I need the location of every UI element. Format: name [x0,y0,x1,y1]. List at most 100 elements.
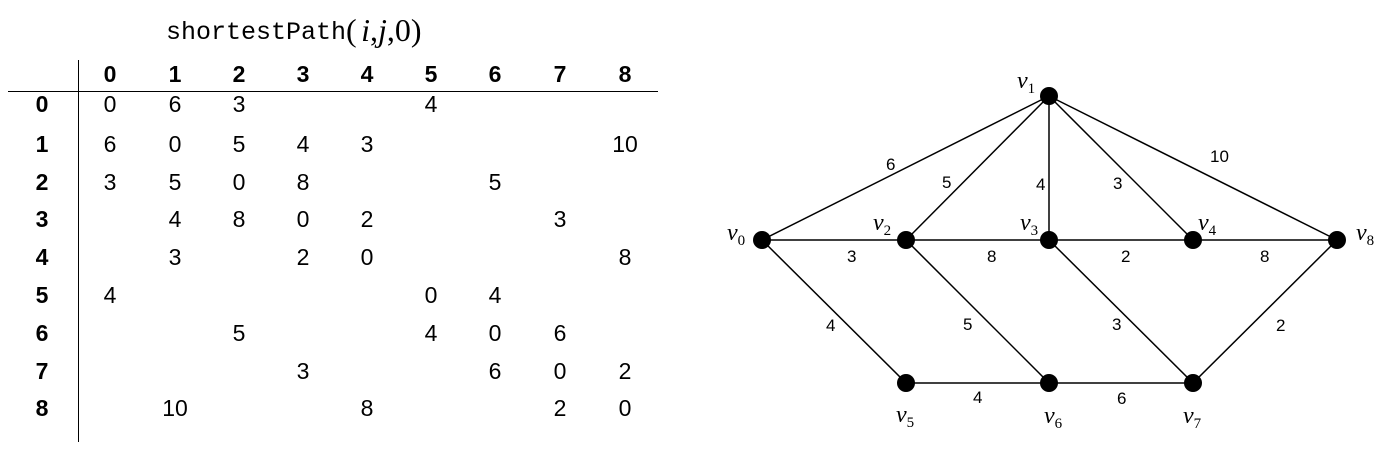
row-header: 8 [35,395,49,421]
vertex-label-subscript: 8 [1367,233,1375,249]
edge-weight-label: 2 [1121,247,1130,266]
matrix-cell: 3 [553,206,567,232]
vertex-label-prefix: v [896,402,907,428]
matrix-cell: 6 [168,91,182,117]
vertex-label-prefix: v [1198,210,1209,236]
row-header: 0 [35,91,49,117]
vertex-v5 [897,374,915,392]
arg-i: i [361,12,371,48]
column-header: 3 [296,61,310,87]
vertex-label: v8 [1356,220,1374,249]
vertex-v7 [1184,374,1202,392]
matrix-cell: 5 [232,131,246,157]
graph-vertices [753,87,1346,392]
edge-weight-label: 4 [1036,175,1045,194]
matrix-cell: 0 [296,206,310,232]
column-header: 7 [553,61,567,87]
vertex-label-prefix: v [1044,403,1055,429]
matrix-cell: 0 [168,131,182,157]
row-header: 2 [35,169,49,195]
vertex-label: v0 [727,220,745,249]
vertex-label: v4 [1198,210,1217,239]
edge-v0-v1 [761,95,1050,241]
edge-weight-label: 6 [886,155,895,174]
comma-1: , [370,12,379,48]
matrix-cell: 4 [488,282,502,308]
vertex-label-prefix: v [727,220,738,246]
column-header: 1 [168,61,182,87]
vertex-label-prefix: v [873,210,884,236]
edge-weight-label: 3 [847,247,856,266]
edge-weight-label: 2 [1276,316,1285,335]
edge-weight-label: 4 [973,388,982,407]
matrix-cell: 6 [553,320,567,346]
vertex-v0 [753,231,771,249]
vertex-label-subscript: 5 [907,415,915,431]
edge-v0-v5 [761,239,907,384]
row-header: 1 [35,131,49,157]
matrix-cell: 5 [168,169,182,195]
vertex-label-prefix: v [1183,403,1194,429]
vertex-label: v2 [873,210,891,239]
matrix-cell: 5 [488,169,502,195]
edge-weight-label: 6 [1117,389,1126,408]
edge-weight-label: 10 [1210,147,1229,166]
column-header: 2 [232,61,246,87]
edge-weight-label: 8 [1260,247,1269,266]
matrix-cell: 0 [103,91,117,117]
matrix-cell: 3 [232,91,246,117]
column-header: 8 [618,61,632,87]
matrix-cell: 8 [618,244,632,270]
vertex-label-subscript: 7 [1194,416,1202,432]
vertex-label-subscript: 0 [738,233,746,249]
matrix-cell: 3 [360,131,374,157]
vertex-v3 [1040,231,1058,249]
edge-v7-v8 [1192,239,1338,384]
matrix-cell: 10 [612,131,638,157]
edge-weight-label: 5 [963,315,972,334]
arg-j: j [378,12,387,48]
matrix-cell: 0 [553,358,567,384]
column-header: 6 [488,61,502,87]
graph-edges [761,95,1338,384]
vertex-label-subscript: 6 [1055,416,1063,432]
table-header-divider [8,91,658,92]
matrix-cell: 4 [168,206,182,232]
matrix-cell: 2 [618,358,632,384]
edge-v3-v7 [1048,239,1194,384]
edge-v1-v2 [905,95,1050,241]
function-name: shortestPath [166,18,347,47]
row-header: 5 [35,282,49,308]
vertex-label: v5 [896,402,914,431]
matrix-cell: 8 [360,395,374,421]
matrix-cell: 0 [424,282,438,308]
matrix-cell: 4 [103,282,117,308]
vertex-label-prefix: v [1356,220,1367,246]
close-paren: ) [410,12,422,48]
edge-weight-label: 3 [1113,174,1122,193]
edge-weight-label: 5 [942,173,951,192]
column-header: 5 [424,61,438,87]
matrix-cell: 6 [103,131,117,157]
matrix-cell: 8 [296,169,310,195]
matrix-cell: 4 [296,131,310,157]
matrix-cell: 3 [296,358,310,384]
matrix-cell: 8 [232,206,246,232]
vertex-v6 [1040,374,1058,392]
matrix-cell: 0 [232,169,246,195]
vertex-label: v7 [1183,403,1202,432]
vertex-v4 [1184,231,1202,249]
vertex-v2 [897,231,915,249]
matrix-cell: 6 [488,358,502,384]
matrix-title: shortestPath( i,j,0) [166,12,422,48]
vertex-label: v1 [1017,68,1035,97]
open-paren: ( [346,12,357,48]
column-header: 0 [103,61,117,87]
row-header: 6 [35,320,49,346]
vertex-label-subscript: 3 [1031,223,1039,239]
matrix-cell: 5 [232,320,246,346]
column-header: 4 [360,61,374,87]
